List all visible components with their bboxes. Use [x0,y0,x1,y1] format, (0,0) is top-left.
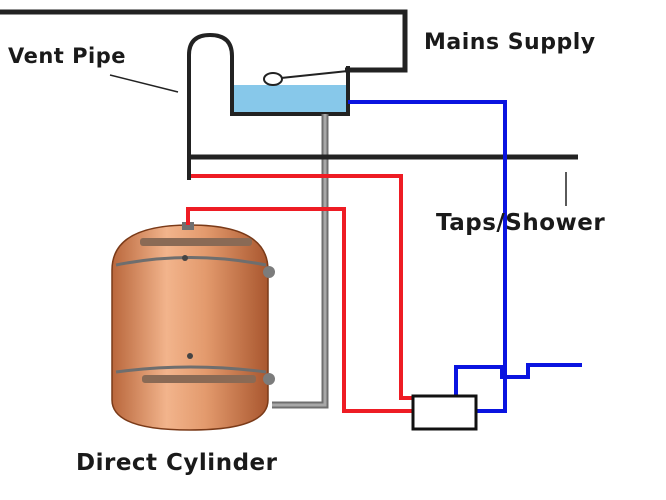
boiler-box [411,394,478,431]
tank-water [234,85,346,113]
vent-pipe-pointer [109,74,179,93]
mains-supply-pipe [0,9,408,73]
taps-shower-label: Taps/Shower [436,210,606,236]
vent-pipe-label: Vent Pipe [8,44,127,68]
cold-water-pipe [348,100,507,413]
hot-flow-pipe [191,174,420,400]
cylinder-outlet-fitting [263,266,275,278]
cylinder-band-top [115,256,267,267]
direct-cylinder [111,224,269,431]
cylinder-band-bottom [115,365,267,374]
direct-cylinder-label: Direct Cylinder [76,450,278,476]
cylinder-inlet-fitting [263,373,275,385]
cylinder-coil-top [140,238,252,246]
ball-float [263,72,283,86]
float-arm [280,70,349,79]
cylinder-top-fitting [182,222,194,230]
mains-supply-label: Mains Supply [424,30,596,55]
vent-pipe [187,32,234,180]
hot-return-pipe [186,207,414,413]
cylinder-stud-1 [182,255,188,261]
cold-water-return-pipe [454,363,582,395]
cylinder-stud-2 [187,353,193,359]
cold-water-tank [230,66,350,116]
cylinder-coil-bottom [142,375,256,383]
